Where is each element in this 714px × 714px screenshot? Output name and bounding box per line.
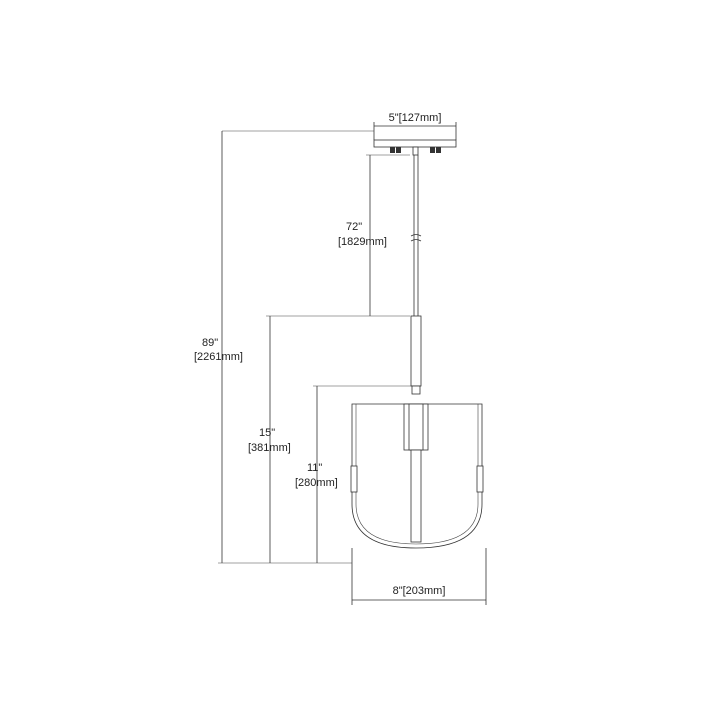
fixture-height-mm: [381mm] [248, 442, 291, 454]
fixture-height-inches: 15" [259, 427, 275, 439]
overall-height-inches: 89" [202, 337, 218, 349]
overall-height-dimension: 89" [2261mm] [194, 130, 374, 564]
shade-width-label: 8"[203mm] [393, 585, 446, 597]
chain-length-inches: 72" [346, 221, 362, 233]
canopy [373, 139, 457, 156]
canopy-width-label: 5"[127mm] [389, 112, 442, 124]
chain-length-dimension: 72" [1829mm] [338, 154, 410, 316]
overall-height-mm: [2261mm] [194, 351, 243, 363]
shade-width-dimension: 8"[203mm] [351, 548, 487, 605]
glass-shade [350, 403, 484, 549]
fixture-height-dimension: 15" [381mm] [248, 315, 410, 563]
shade-height-inches: 11" [307, 462, 322, 474]
chain-length-mm: [1829mm] [338, 236, 387, 248]
canopy-width-dimension: 5"[127mm] [373, 112, 457, 140]
stem-rod [410, 155, 422, 395]
shade-height-mm: [280mm] [295, 477, 338, 489]
shade-height-dimension: 11" [280mm] [295, 385, 411, 563]
